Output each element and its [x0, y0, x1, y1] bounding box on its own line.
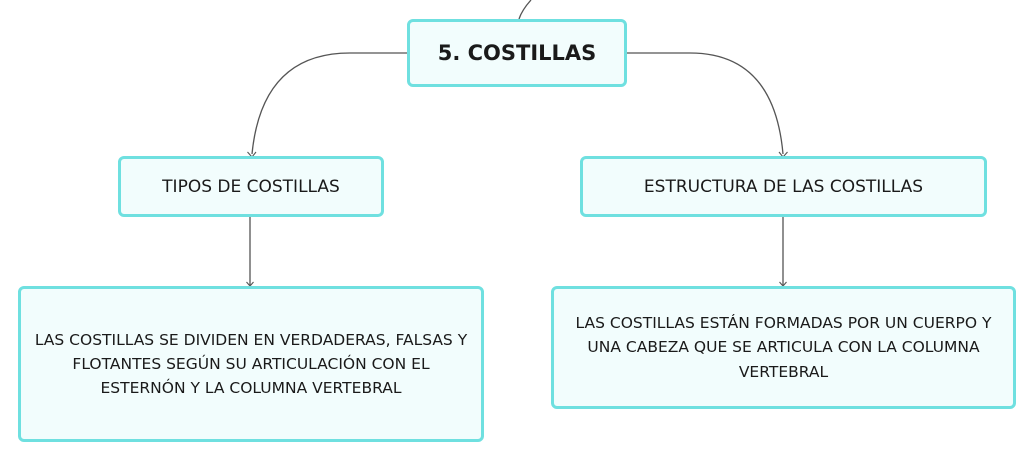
node-tipos-de-costillas[interactable]: TIPOS DE COSTILLAS — [118, 156, 384, 217]
node-estructura-detail-text: LAS COSTILLAS ESTÁN FORMADAS POR UN CUER… — [575, 314, 992, 381]
node-tipos-detail-text: LAS COSTILLAS SE DIVIDEN EN VERDADERAS, … — [34, 330, 468, 397]
node-estructura-label: ESTRUCTURA DE LAS COSTILLAS — [643, 176, 924, 197]
root-node-label: 5. COSTILLAS — [437, 41, 597, 65]
node-tipos-detail[interactable]: LAS COSTILLAS SE DIVIDEN EN VERDADERAS, … — [18, 286, 484, 442]
node-estructura-detail[interactable]: LAS COSTILLAS ESTÁN FORMADAS POR UN CUER… — [551, 286, 1016, 409]
node-tipos-label: TIPOS DE COSTILLAS — [162, 176, 340, 197]
connector-root-to-tipos — [251, 52, 407, 155]
root-node[interactable]: 5. COSTILLAS — [407, 19, 627, 87]
connector-incoming-root — [518, 0, 532, 20]
node-estructura-de-las-costillas[interactable]: ESTRUCTURA DE LAS COSTILLAS — [580, 156, 987, 217]
connector-root-to-estructura — [627, 52, 784, 155]
